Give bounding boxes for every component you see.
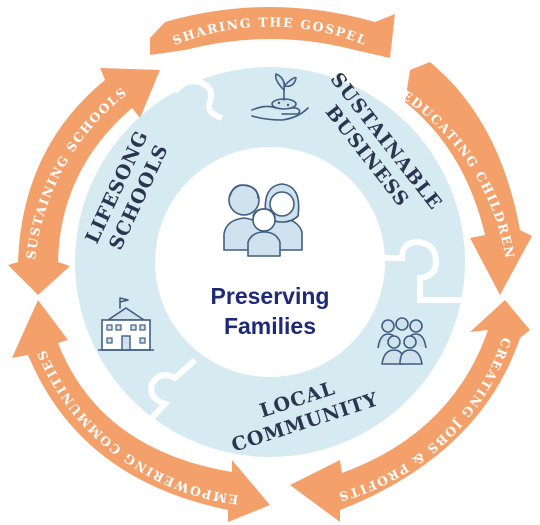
- outer-arrows: [8, 7, 532, 522]
- center-line2: Families: [224, 313, 316, 339]
- plant-in-hand-icon: [251, 73, 309, 121]
- puzzle-ring: [75, 67, 465, 457]
- seam-right: [380, 238, 462, 303]
- seam-top: [172, 78, 224, 121]
- arrow-sustaining-schools: [8, 68, 160, 295]
- community-group-icon: [377, 317, 427, 365]
- family-icon: [223, 183, 303, 257]
- arrow-educating-children: [405, 62, 532, 295]
- center-line1: Preserving: [211, 283, 330, 309]
- arrow-empowering-communities: [12, 300, 270, 522]
- seam-bottom: [147, 357, 198, 423]
- center-circle: [155, 147, 385, 377]
- arrow-sharing-gospel: [150, 7, 395, 58]
- arrow-creating-jobs: [290, 300, 530, 522]
- school-building-icon: [98, 297, 154, 351]
- center-title: Preserving Families: [211, 283, 330, 339]
